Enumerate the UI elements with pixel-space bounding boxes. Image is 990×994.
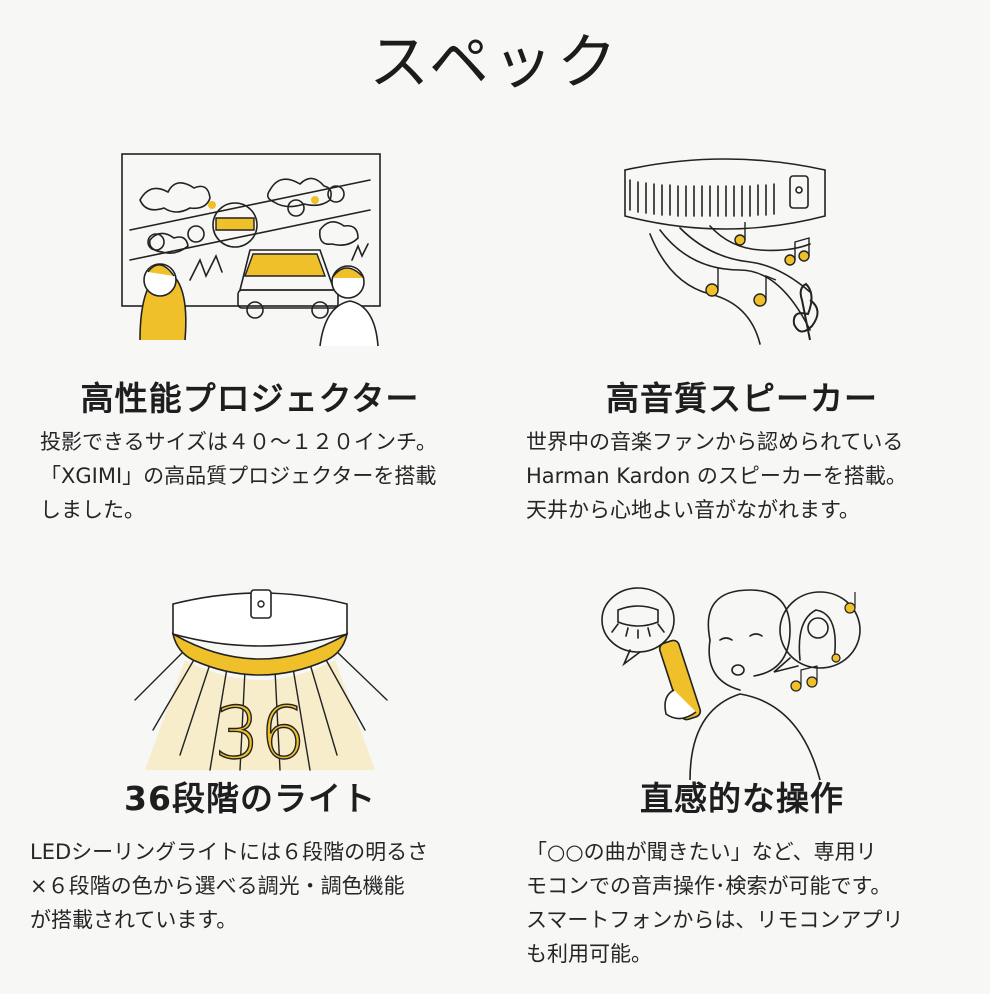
page-title: スペック	[369, 28, 621, 98]
voice-remote-icon	[600, 580, 865, 780]
feature-heading: 直感的な操作	[640, 779, 844, 818]
feature-heading: 高性能プロジェクター	[80, 379, 420, 418]
feature-description: 「○○の曲が聞きたい」など、専用リ モコンでの音声操作･検索が可能です。 スマー…	[526, 840, 904, 966]
feature-heading: 36段階のライト	[124, 779, 376, 818]
feature-description: 投影できるサイズは４０〜１２０インチ。 「XGIMI」の高品質プロジェクターを搭…	[40, 430, 437, 522]
feature-heading: 高音質スピーカー	[606, 379, 878, 418]
light-level-number: 36	[214, 691, 306, 775]
speaker-music-icon	[620, 150, 835, 350]
feature-description: 世界中の音楽ファンから認められている Harman Kardon のスピーカーを…	[526, 430, 907, 522]
ceiling-light-icon: 36	[125, 580, 395, 780]
projector-screen-icon	[120, 150, 385, 350]
feature-description: LEDシーリングライトには６段階の明るさ ×６段階の色から選べる調光・調色機能 …	[30, 840, 429, 932]
